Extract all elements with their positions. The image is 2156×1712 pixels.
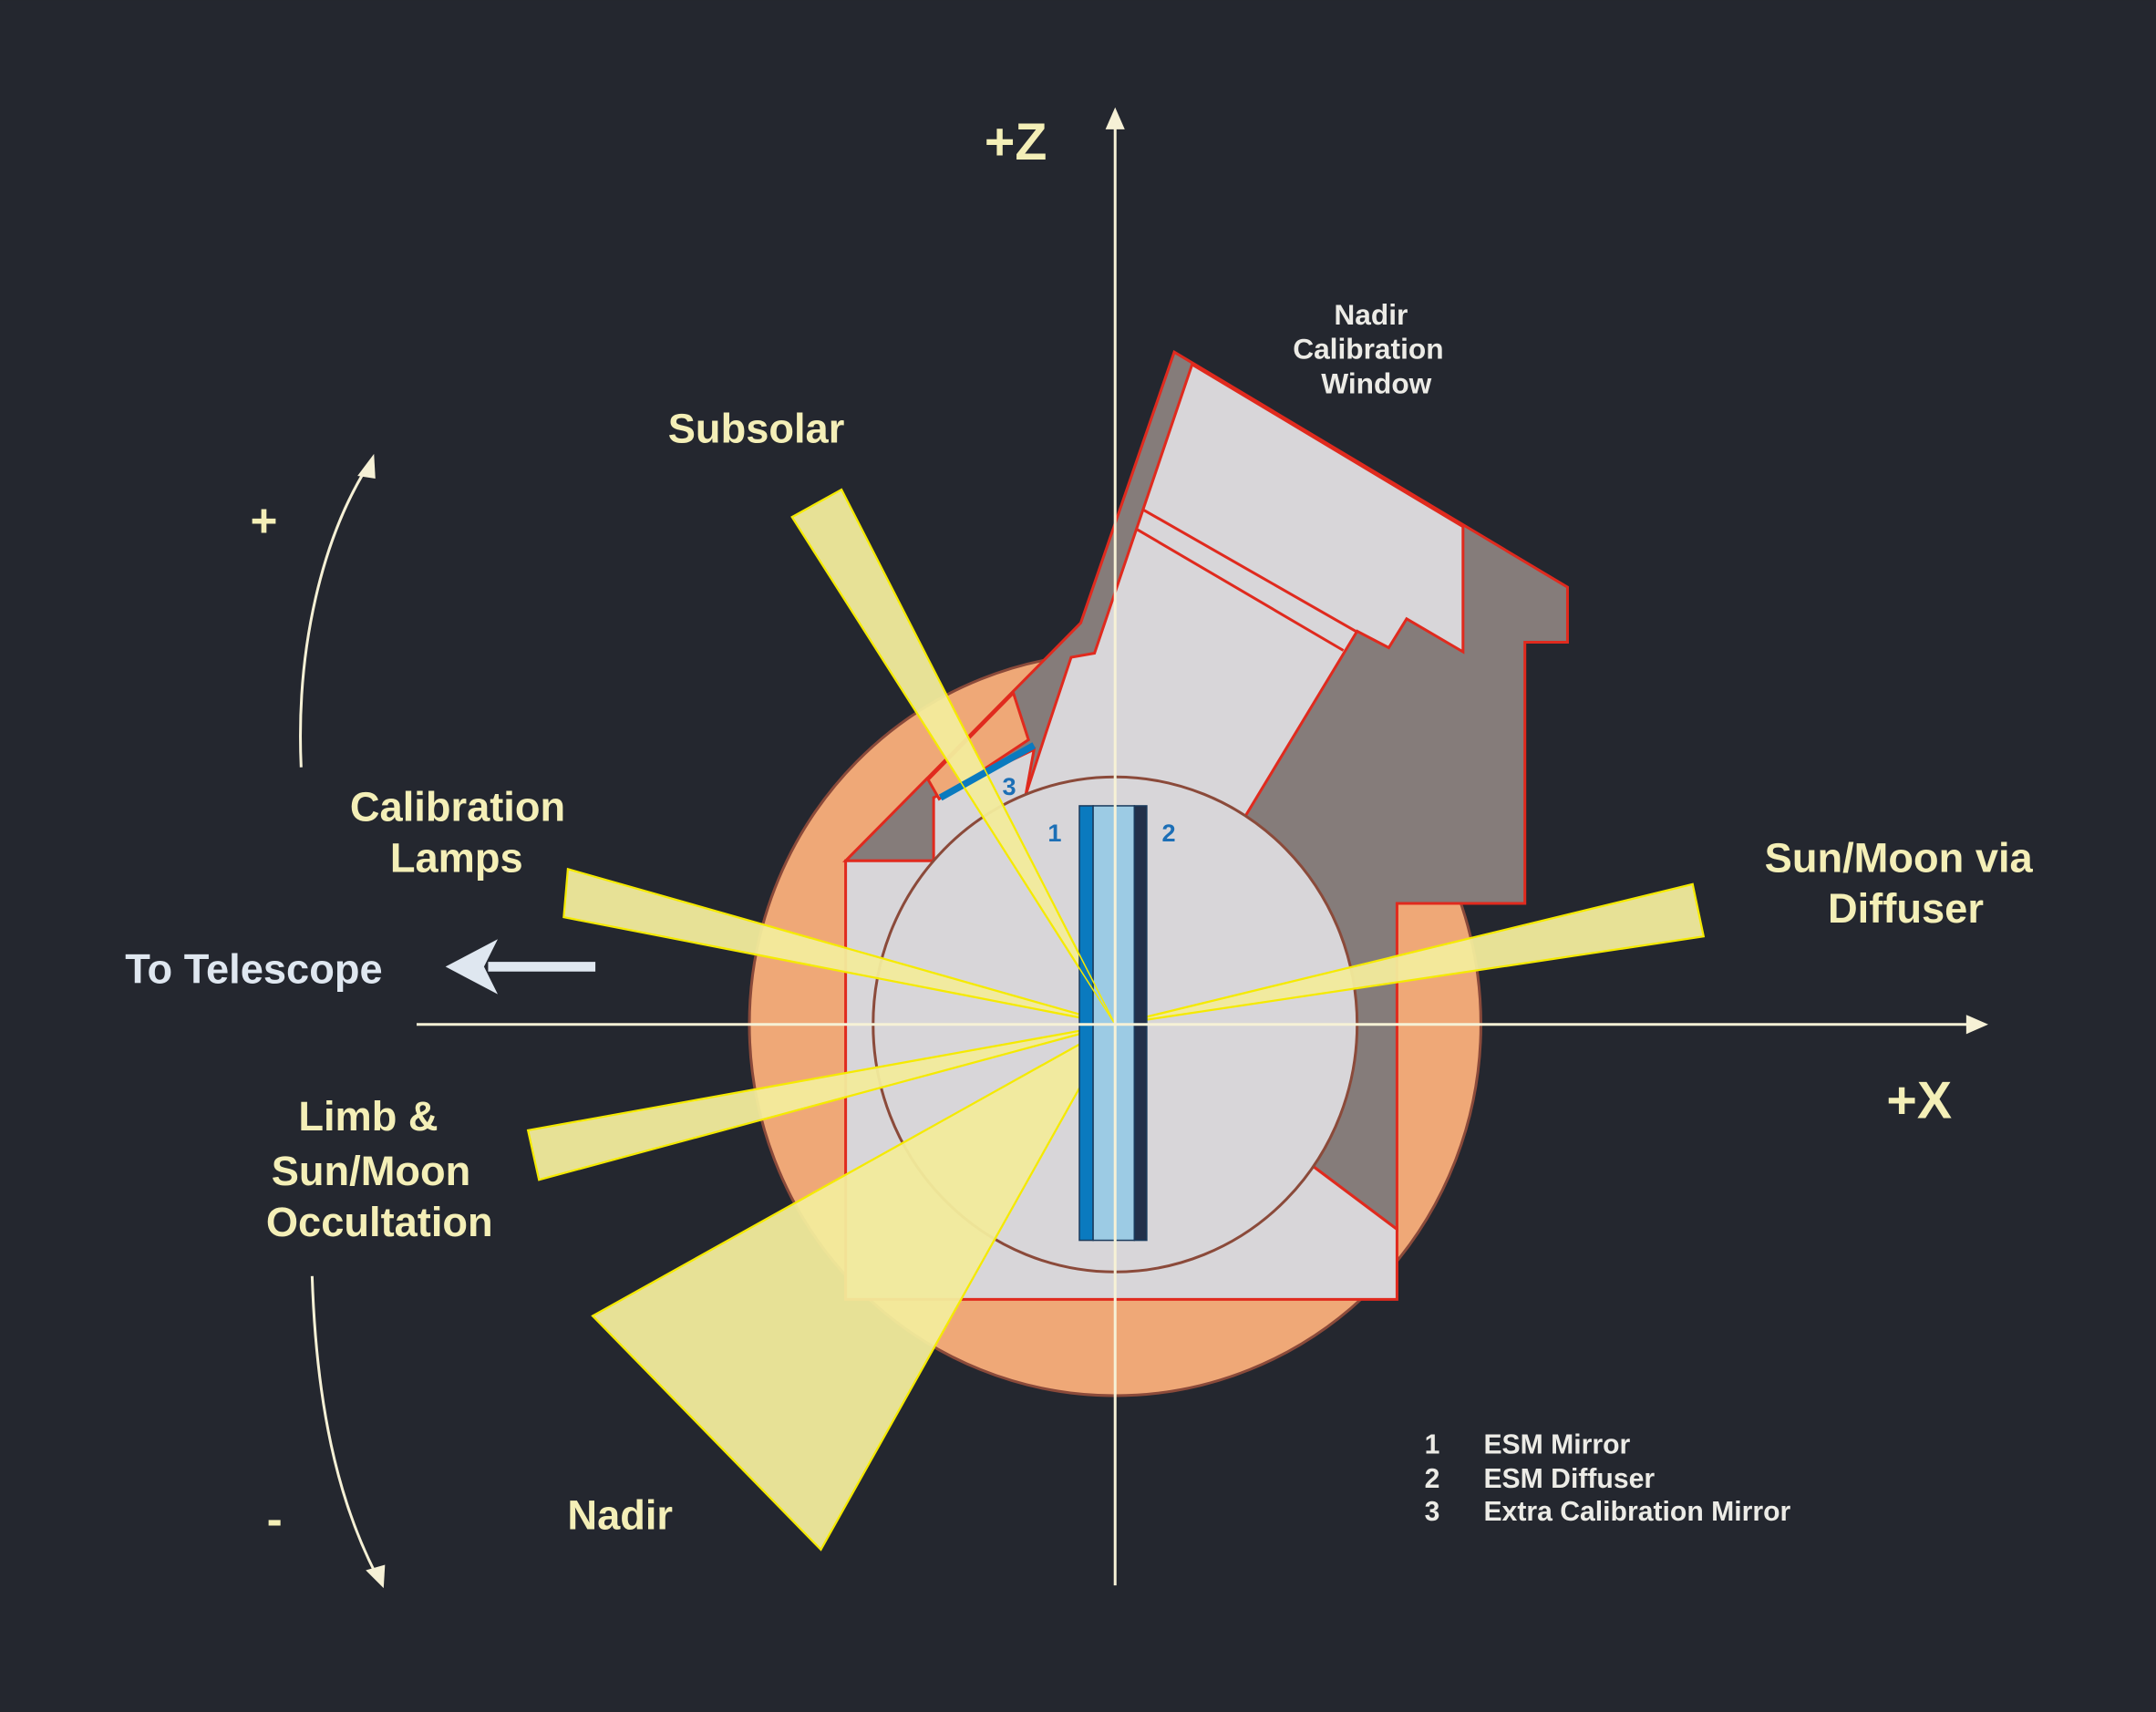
beam-limb <box>526 1023 1116 1181</box>
rotation-plus-label: + <box>251 494 278 546</box>
calibration-lamps-label: Calibration Lamps <box>350 784 577 882</box>
marker-1: 1 <box>1047 819 1061 847</box>
x-axis-arrowhead <box>1965 1015 1988 1035</box>
legend-text: ESM Mirror <box>1483 1429 1630 1459</box>
window-line <box>1143 509 1357 633</box>
rotation-minus-arrowhead-icon <box>366 1564 386 1589</box>
legend-num: 2 <box>1425 1464 1440 1494</box>
window-line <box>1136 528 1345 652</box>
legend-text: Extra Calibration Mirror <box>1483 1497 1790 1527</box>
legend: 1 ESM Mirror 2 ESM Diffuser 3 Extra Cali… <box>1425 1429 1791 1527</box>
marker-2: 2 <box>1162 819 1176 847</box>
nadir-label: Nadir <box>567 1491 673 1538</box>
marker-3: 3 <box>1003 772 1016 800</box>
to-telescope-arrow-icon <box>445 939 499 995</box>
legend-num: 3 <box>1425 1497 1440 1527</box>
rotation-plus-arrowhead-icon <box>357 453 376 479</box>
z-axis-arrowhead <box>1105 107 1125 129</box>
rotation-minus-label: - <box>267 1492 283 1544</box>
beam-calibration-lamps <box>562 867 1116 1026</box>
rotation-plus-arrow <box>299 464 370 768</box>
x-axis-label: +X <box>1886 1071 1952 1129</box>
to-telescope-label: To Telescope <box>125 946 382 993</box>
sun-moon-diffuser-label: Sun/Moon via Diffuser <box>1765 834 2045 932</box>
extra-calibration-mirror <box>938 742 1037 801</box>
rotation-minus-arrow <box>310 1275 378 1577</box>
beam-sun-moon-diffuser <box>1114 882 1706 1026</box>
beam-subsolar-overlay <box>790 489 1116 1026</box>
z-axis-label: +Z <box>985 113 1047 171</box>
subsolar-label: Subsolar <box>668 406 845 452</box>
legend-num: 1 <box>1425 1429 1440 1459</box>
orange-notch <box>926 690 1030 801</box>
beam-nadir <box>591 1021 1119 1552</box>
legend-text: ESM Diffuser <box>1483 1464 1655 1494</box>
nadir-calibration-window-label: Nadir Calibration Window <box>1293 298 1451 399</box>
limb-occultation-label: Limb & Sun/Moon Occultation <box>266 1093 493 1245</box>
